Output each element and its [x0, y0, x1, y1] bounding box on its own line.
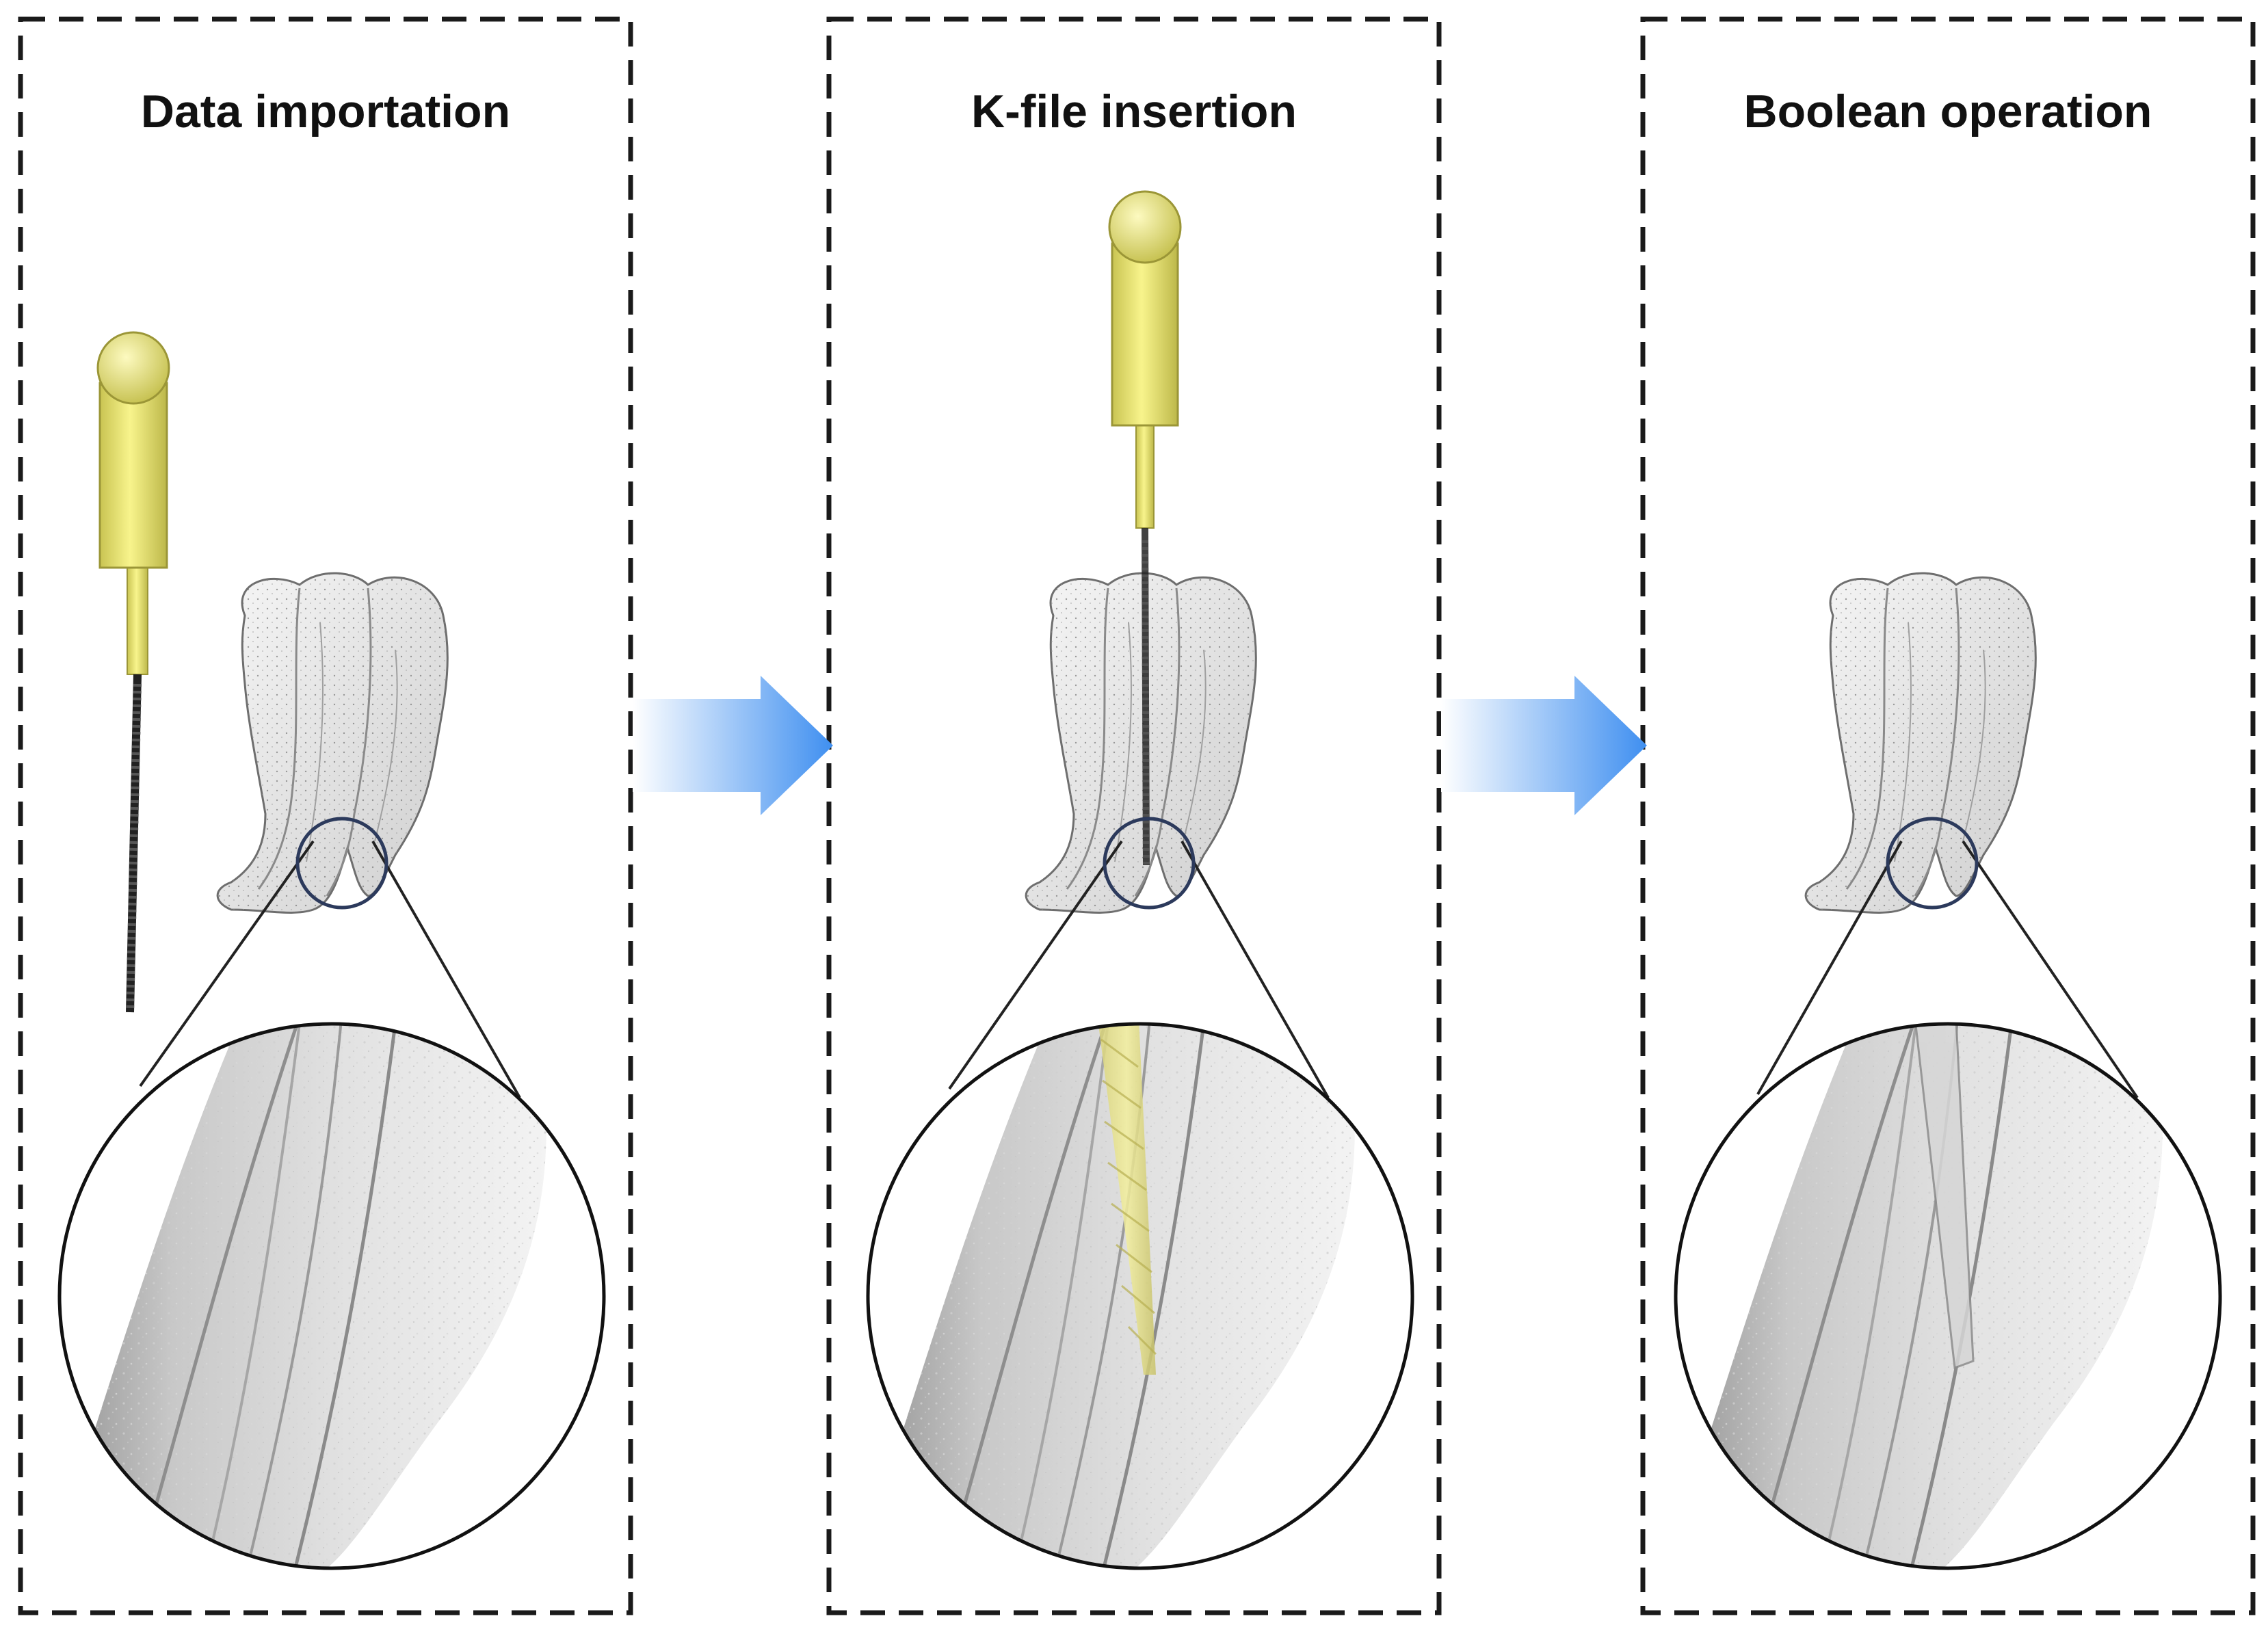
magnifier-connector: [1756, 841, 1903, 1095]
tooth: [216, 572, 449, 914]
k-file: [96, 331, 170, 1013]
magnified-root: [60, 1024, 604, 1568]
magnifier-connector: [1962, 840, 2139, 1099]
magnifier-connector: [139, 840, 315, 1087]
panel-frame: [1640, 16, 2256, 1615]
tooth: [1804, 572, 2037, 914]
magnifier-connector: [371, 841, 521, 1098]
panel-title: Boolean operation: [1744, 85, 2152, 137]
magnified-root: [1676, 1024, 2220, 1568]
k-file: [1108, 190, 1182, 866]
k-file-in-canal: [1098, 1024, 1157, 1375]
magnifier-ring: [1103, 817, 1196, 910]
magnifier-ring: [295, 817, 388, 910]
flow-arrow-icon: [633, 676, 833, 815]
panel-frame: [826, 16, 1442, 1615]
flow-arrow-icon: [1441, 676, 1647, 815]
magnifier-lens: [866, 1022, 1414, 1570]
tooth: [1025, 572, 1257, 914]
magnifier-ring: [1886, 817, 1979, 910]
enlarged-canal: [1914, 1024, 1975, 1370]
magnifier-lens: [1674, 1022, 2222, 1570]
magnifier-connector: [1181, 841, 1330, 1098]
magnifier-connector: [948, 840, 1123, 1090]
panel-frame: [18, 16, 633, 1615]
panel-title: K-file insertion: [971, 85, 1297, 137]
magnified-root: [868, 1024, 1412, 1568]
magnifier-lens: [57, 1022, 606, 1570]
panel-title: Data importation: [141, 85, 510, 137]
